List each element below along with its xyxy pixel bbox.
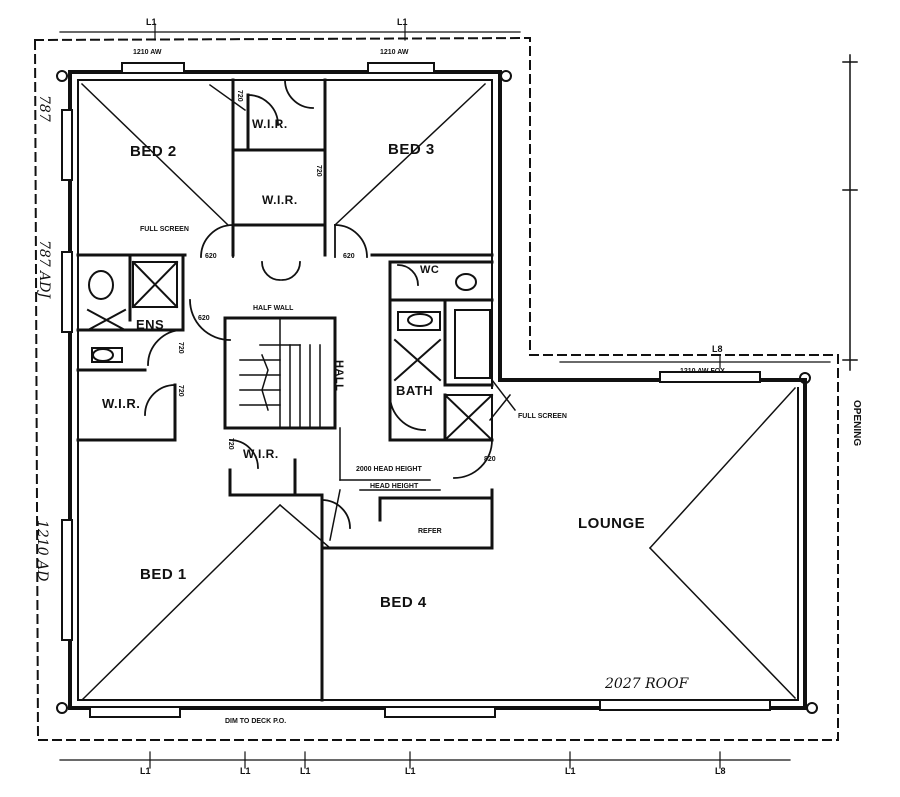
wall-tag-bottom: L1 bbox=[240, 766, 251, 776]
note-head-height-1: 2000 HEAD HEIGHT bbox=[356, 466, 422, 473]
dim-window-lounge: 1210 AW FOX bbox=[680, 368, 725, 375]
dimension-ticks-top bbox=[59, 23, 831, 369]
door-size: 620 bbox=[198, 315, 210, 322]
roof-hip-lines bbox=[80, 82, 797, 702]
room-label-bed4: BED 4 bbox=[380, 594, 427, 611]
note-full-screen-bath: FULL SCREEN bbox=[518, 413, 567, 420]
dimension-ticks-bottom bbox=[59, 751, 791, 769]
note-half-wall: HALF WALL bbox=[253, 305, 294, 312]
door-size: 720 bbox=[177, 342, 184, 354]
room-label-bed1: BED 1 bbox=[140, 566, 187, 583]
note-head-height-2: HEAD HEIGHT bbox=[370, 483, 419, 490]
handwritten-dim-left-mid: 787 ADJ bbox=[36, 240, 52, 299]
staircase bbox=[239, 317, 321, 429]
dim-window-top-right: 1210 AW bbox=[380, 49, 409, 56]
door-size: 620 bbox=[343, 253, 355, 260]
door-size: 620 bbox=[205, 253, 217, 260]
wall-tag-lounge-top: L8 bbox=[712, 344, 723, 354]
room-label-bed2: BED 2 bbox=[130, 143, 177, 160]
handwritten-dim-lounge: 2027 ROOF bbox=[605, 676, 689, 692]
room-label-lounge: LOUNGE bbox=[578, 515, 646, 532]
sanitary-fixtures bbox=[88, 270, 491, 379]
dim-bottom-center: DIM TO DECK P.O. bbox=[225, 718, 287, 725]
room-label-wir-bed3: W.I.R. bbox=[262, 193, 298, 207]
door-size: 720 bbox=[315, 165, 322, 177]
note-full-screen-ens: FULL SCREEN bbox=[140, 226, 189, 233]
wall-tag-bottom: L1 bbox=[565, 766, 576, 776]
door-size: 820 bbox=[484, 456, 496, 463]
room-label-wc: WC bbox=[420, 264, 440, 276]
wall-tag-top-left: L1 bbox=[146, 17, 157, 27]
note-opening: OPENING bbox=[851, 400, 862, 447]
wall-tag-bottom: L1 bbox=[405, 766, 416, 776]
handwritten-dim-left-bottom: 1210 AD bbox=[34, 520, 50, 582]
door-swings bbox=[144, 79, 493, 529]
handwritten-dim-left-top: 787 bbox=[36, 95, 52, 122]
room-label-ens: ENS bbox=[136, 317, 165, 332]
door-size: 720 bbox=[236, 90, 243, 102]
dimension-line-right bbox=[842, 54, 858, 371]
corner-markers bbox=[56, 70, 818, 714]
wall-tag-bottom: L1 bbox=[140, 766, 151, 776]
room-label-wir-left: W.I.R. bbox=[102, 396, 141, 411]
windows bbox=[61, 62, 771, 718]
door-size: 720 bbox=[177, 385, 184, 397]
roof-outline bbox=[33, 36, 839, 741]
room-label-wir-bed2: W.I.R. bbox=[252, 117, 288, 131]
room-label-bath: BATH bbox=[396, 383, 434, 398]
wall-tag-bottom: L8 bbox=[715, 766, 726, 776]
room-label-bed3: BED 3 bbox=[388, 141, 435, 158]
wall-tag-top-right: L1 bbox=[397, 17, 408, 27]
room-label-wir-bed1: W.I.R. bbox=[243, 447, 279, 461]
wall-tag-bottom: L1 bbox=[300, 766, 311, 776]
room-label-hall: HALL bbox=[333, 360, 345, 392]
door-size: 720 bbox=[227, 438, 234, 450]
note-refer: REFER bbox=[418, 528, 442, 535]
dim-window-top-left: 1210 AW bbox=[133, 49, 162, 56]
